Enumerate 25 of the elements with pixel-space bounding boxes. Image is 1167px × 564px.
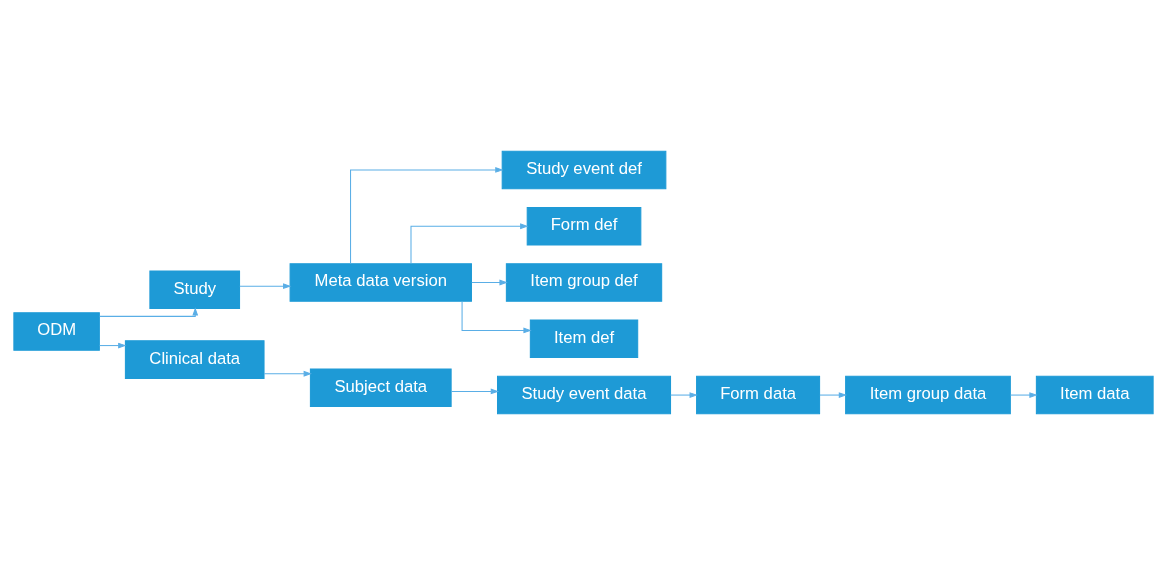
- arrow: [450, 388, 500, 394]
- node-box: Meta data version: [289, 262, 472, 302]
- node-box: Item def: [529, 319, 639, 358]
- node-box: ODM: [13, 311, 100, 351]
- arrow: [99, 306, 199, 317]
- node-box: Subject data: [309, 368, 452, 407]
- node-box: Form data: [696, 375, 821, 414]
- arrow: [410, 222, 529, 264]
- arrow: [461, 300, 532, 333]
- node-box: Item group def: [505, 262, 663, 302]
- node-box: Study event data: [497, 375, 672, 414]
- arrow: [350, 166, 504, 264]
- arrow: [1009, 391, 1038, 398]
- arrow: [263, 370, 312, 377]
- node-box: Item data: [1035, 375, 1154, 414]
- arrow: [239, 282, 292, 289]
- arrow: [819, 391, 848, 398]
- node-box: Item group data: [845, 375, 1011, 414]
- node-box: Study event def: [501, 150, 667, 189]
- node-box: Study: [149, 270, 241, 309]
- arrow: [670, 391, 698, 398]
- arrow: [99, 342, 127, 348]
- node-box: Clinical data: [124, 339, 265, 379]
- node-box: Form def: [526, 206, 642, 245]
- arrow: [471, 279, 508, 285]
